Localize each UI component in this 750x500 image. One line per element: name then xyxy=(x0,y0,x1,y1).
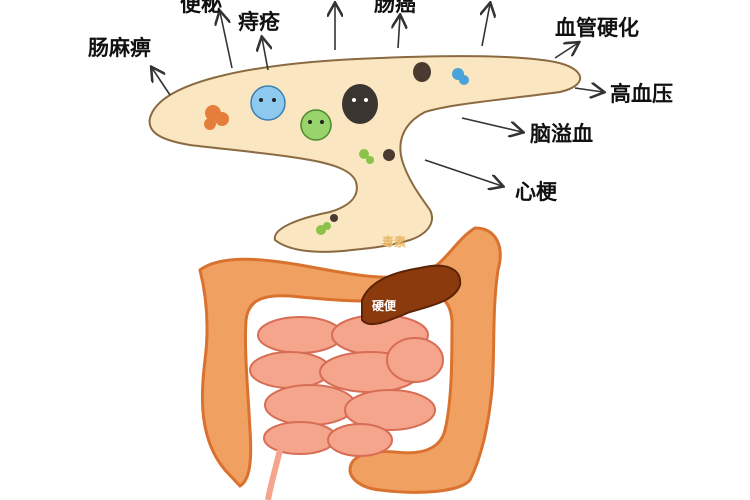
arrow xyxy=(554,43,578,59)
arrow xyxy=(220,12,233,69)
stool-icon xyxy=(413,62,431,82)
arrow xyxy=(262,38,268,71)
label-hypertension: 高血压 xyxy=(610,82,673,106)
bacteria-icon xyxy=(316,149,374,235)
label-arteriosclerosis: 血管硬化 xyxy=(555,16,639,40)
stool-icon xyxy=(342,84,378,124)
label-intestinal-paralysis: 肠麻痹 xyxy=(88,36,151,60)
label-toxins: 毒素 xyxy=(382,235,407,249)
bacteria-icon xyxy=(204,105,229,130)
arrow xyxy=(461,117,522,132)
virus-icon xyxy=(250,85,286,121)
label-constipation: 便秘 xyxy=(180,0,222,16)
label-hemorrhoids: 痔疮 xyxy=(238,10,280,34)
arrow xyxy=(574,88,603,92)
label-hard-stool: 硬便 xyxy=(372,299,397,313)
arrow xyxy=(398,16,400,49)
small-intestine xyxy=(249,314,444,500)
label-cerebral-hemorrhage: 脑溢血 xyxy=(530,122,593,146)
arrow xyxy=(482,4,490,47)
bacteria-icon xyxy=(452,68,469,85)
arrow xyxy=(152,68,171,96)
label-intestinal-cancer: 肠癌 xyxy=(374,0,416,16)
stool-icon xyxy=(383,149,395,161)
virus-icon xyxy=(300,109,332,141)
label-myocardial-infarction: 心梗 xyxy=(515,180,557,204)
arrow xyxy=(424,159,502,186)
hard-stool xyxy=(361,264,462,326)
stool-icon xyxy=(330,214,338,222)
